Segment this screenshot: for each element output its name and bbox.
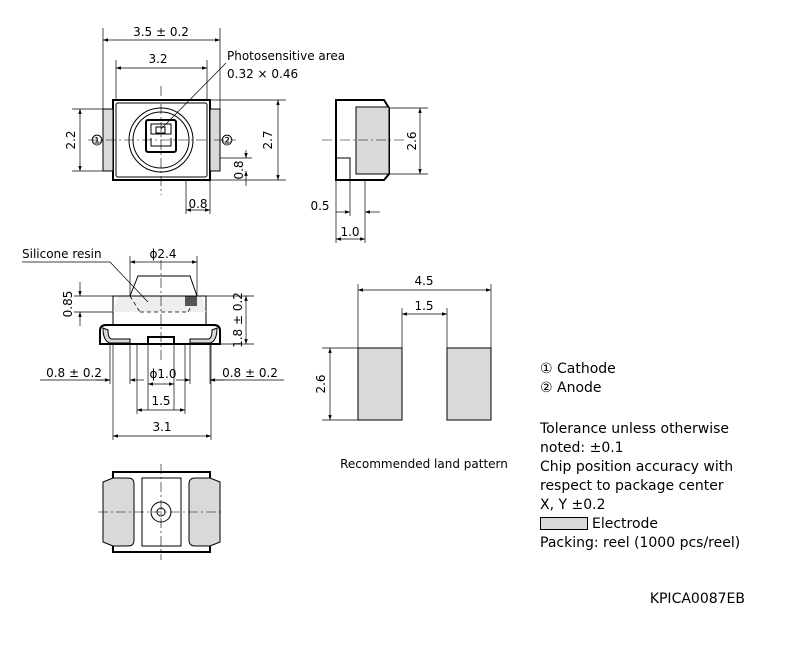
chip-accuracy-line3: X, Y ±0.2 xyxy=(540,497,606,513)
dim-land-height: 2.6 xyxy=(314,374,328,393)
legend-notes: ① Cathode ② Anode Tolerance unless other… xyxy=(540,360,780,553)
dim-pitch: 1.5 xyxy=(151,394,170,408)
dim-resin-height: 0.85 xyxy=(61,291,75,318)
dim-side-height: 2.6 xyxy=(405,131,419,150)
front-view: Silicone resin ϕ2.4 0.85 1.8 ± 0.2 0.8 ±… xyxy=(22,247,284,440)
pin1-mark: ① xyxy=(92,133,103,147)
dim-total-height: 1.8 ± 0.2 xyxy=(231,292,245,348)
dim-height-left: 2.2 xyxy=(64,130,78,149)
dim-height-right: 2.7 xyxy=(261,130,275,149)
dim-lead-width: 0.8 xyxy=(188,197,207,211)
silicone-resin-label: Silicone resin xyxy=(22,247,102,261)
side-view: 2.6 0.5 1.0 xyxy=(310,99,428,243)
dim-body-width: 3.2 xyxy=(148,52,167,66)
chip-accuracy-line2: respect to package center xyxy=(540,478,724,494)
dim-side-offset: 0.5 xyxy=(310,199,329,213)
dim-lead-height: 0.8 xyxy=(232,160,246,179)
dim-land-total: 4.5 xyxy=(414,274,433,288)
top-view: ① ② 3.5 ± 0.2 3.2 Photosensitive area 0.… xyxy=(64,25,345,214)
dim-side-depth: 1.0 xyxy=(340,225,359,239)
legend-anode: ② Anode xyxy=(540,380,602,396)
tolerance-note-line1: Tolerance unless otherwise xyxy=(540,421,730,437)
electrode-label: Electrode xyxy=(592,516,659,532)
dim-body-width-bottom: 3.1 xyxy=(152,420,171,434)
electrode-legend: Electrode xyxy=(540,515,780,534)
bottom-view xyxy=(98,464,224,560)
electrode-swatch xyxy=(540,517,588,530)
packing-note: Packing: reel (1000 pcs/reel) xyxy=(540,535,741,551)
chip-accuracy-line1: Chip position accuracy with xyxy=(540,459,734,475)
dim-lens-diameter: ϕ2.4 xyxy=(150,247,177,261)
legend-cathode: ① Cathode xyxy=(540,361,616,377)
tolerance-note-line2: noted: ±0.1 xyxy=(540,440,624,456)
photosensitive-size: 0.32 × 0.46 xyxy=(227,67,298,81)
dim-land-gap: 1.5 xyxy=(414,299,433,313)
pin2-mark: ② xyxy=(222,133,233,147)
land-pattern: 4.5 1.5 2.6 Recommended land pattern xyxy=(314,274,508,471)
dim-overall-width: 3.5 ± 0.2 xyxy=(133,25,189,39)
dim-window-diameter: ϕ1.0 xyxy=(150,367,177,381)
land-pattern-caption: Recommended land pattern xyxy=(340,457,508,471)
dim-left-lead: 0.8 ± 0.2 xyxy=(46,366,102,380)
photosensitive-label: Photosensitive area xyxy=(227,49,345,63)
dim-right-lead: 0.8 ± 0.2 xyxy=(222,366,278,380)
document-id: KPICA0087EB xyxy=(649,591,745,607)
